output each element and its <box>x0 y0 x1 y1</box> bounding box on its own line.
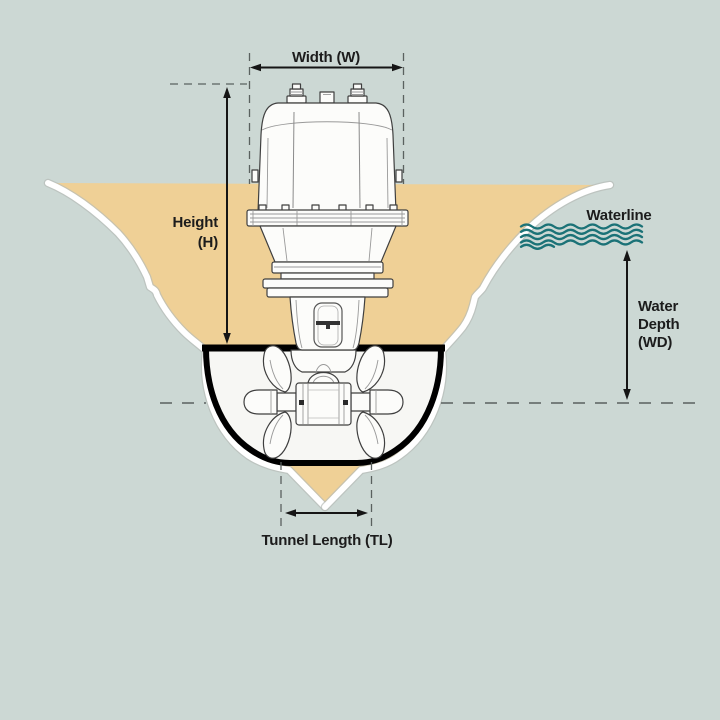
propeller-left-blade-lower <box>262 411 292 459</box>
height-dimension <box>223 87 231 344</box>
gearbox-upper-connector <box>290 349 357 373</box>
propeller-right-blade-lower <box>356 411 386 459</box>
arrowhead-up-icon <box>623 250 631 261</box>
waterline-label: Waterline <box>586 207 651 224</box>
clamp-ring <box>271 261 384 280</box>
waterline-waves <box>519 223 644 250</box>
width-extension-lines <box>248 53 405 184</box>
thruster-unit <box>246 83 409 351</box>
center-cap <box>319 91 335 104</box>
width-dimension <box>250 63 403 72</box>
motor-housing <box>251 102 403 213</box>
water-depth-label: Water Depth (WD) <box>638 298 680 351</box>
taper-housing <box>259 225 397 263</box>
svg-text:Height: Height <box>173 214 219 231</box>
width-label: Width (W) <box>292 49 360 66</box>
tunnel-length-label: Tunnel Length (TL) <box>261 532 392 549</box>
propeller-left <box>243 345 297 459</box>
hull-plating-right <box>320 180 615 512</box>
base-plates <box>262 278 394 298</box>
tunnel-length-extension-lines <box>280 462 373 528</box>
bolt-left <box>286 95 307 104</box>
arrowhead-up-icon <box>223 87 231 98</box>
arrowhead-right-icon <box>392 63 403 72</box>
bolt-right <box>347 95 368 104</box>
arrowhead-left-icon <box>285 509 296 517</box>
arrowhead-down-icon <box>223 333 231 344</box>
top-fittings <box>286 83 368 104</box>
height-label: Height (H) <box>173 214 219 251</box>
hull-plating-left <box>43 178 330 512</box>
water-depth-dimension <box>623 250 631 400</box>
arrowhead-down-icon <box>623 389 631 400</box>
arrowhead-right-icon <box>357 509 368 517</box>
gearbox-propeller-assembly <box>243 345 404 459</box>
tunnel-length-dimension <box>285 509 368 517</box>
propeller-right <box>350 345 404 459</box>
svg-text:Water: Water <box>638 298 678 315</box>
hub-cap-left <box>243 389 278 415</box>
hub-cap-right <box>369 389 404 415</box>
drive-leg <box>289 296 366 351</box>
svg-text:(H): (H) <box>198 234 218 251</box>
svg-text:(WD): (WD) <box>638 334 672 351</box>
propeller-left-blade-upper <box>262 345 292 393</box>
arrowhead-left-icon <box>250 63 261 72</box>
gearbox <box>295 382 352 426</box>
propeller-right-blade-upper <box>356 345 386 393</box>
svg-text:Depth: Depth <box>638 316 680 333</box>
